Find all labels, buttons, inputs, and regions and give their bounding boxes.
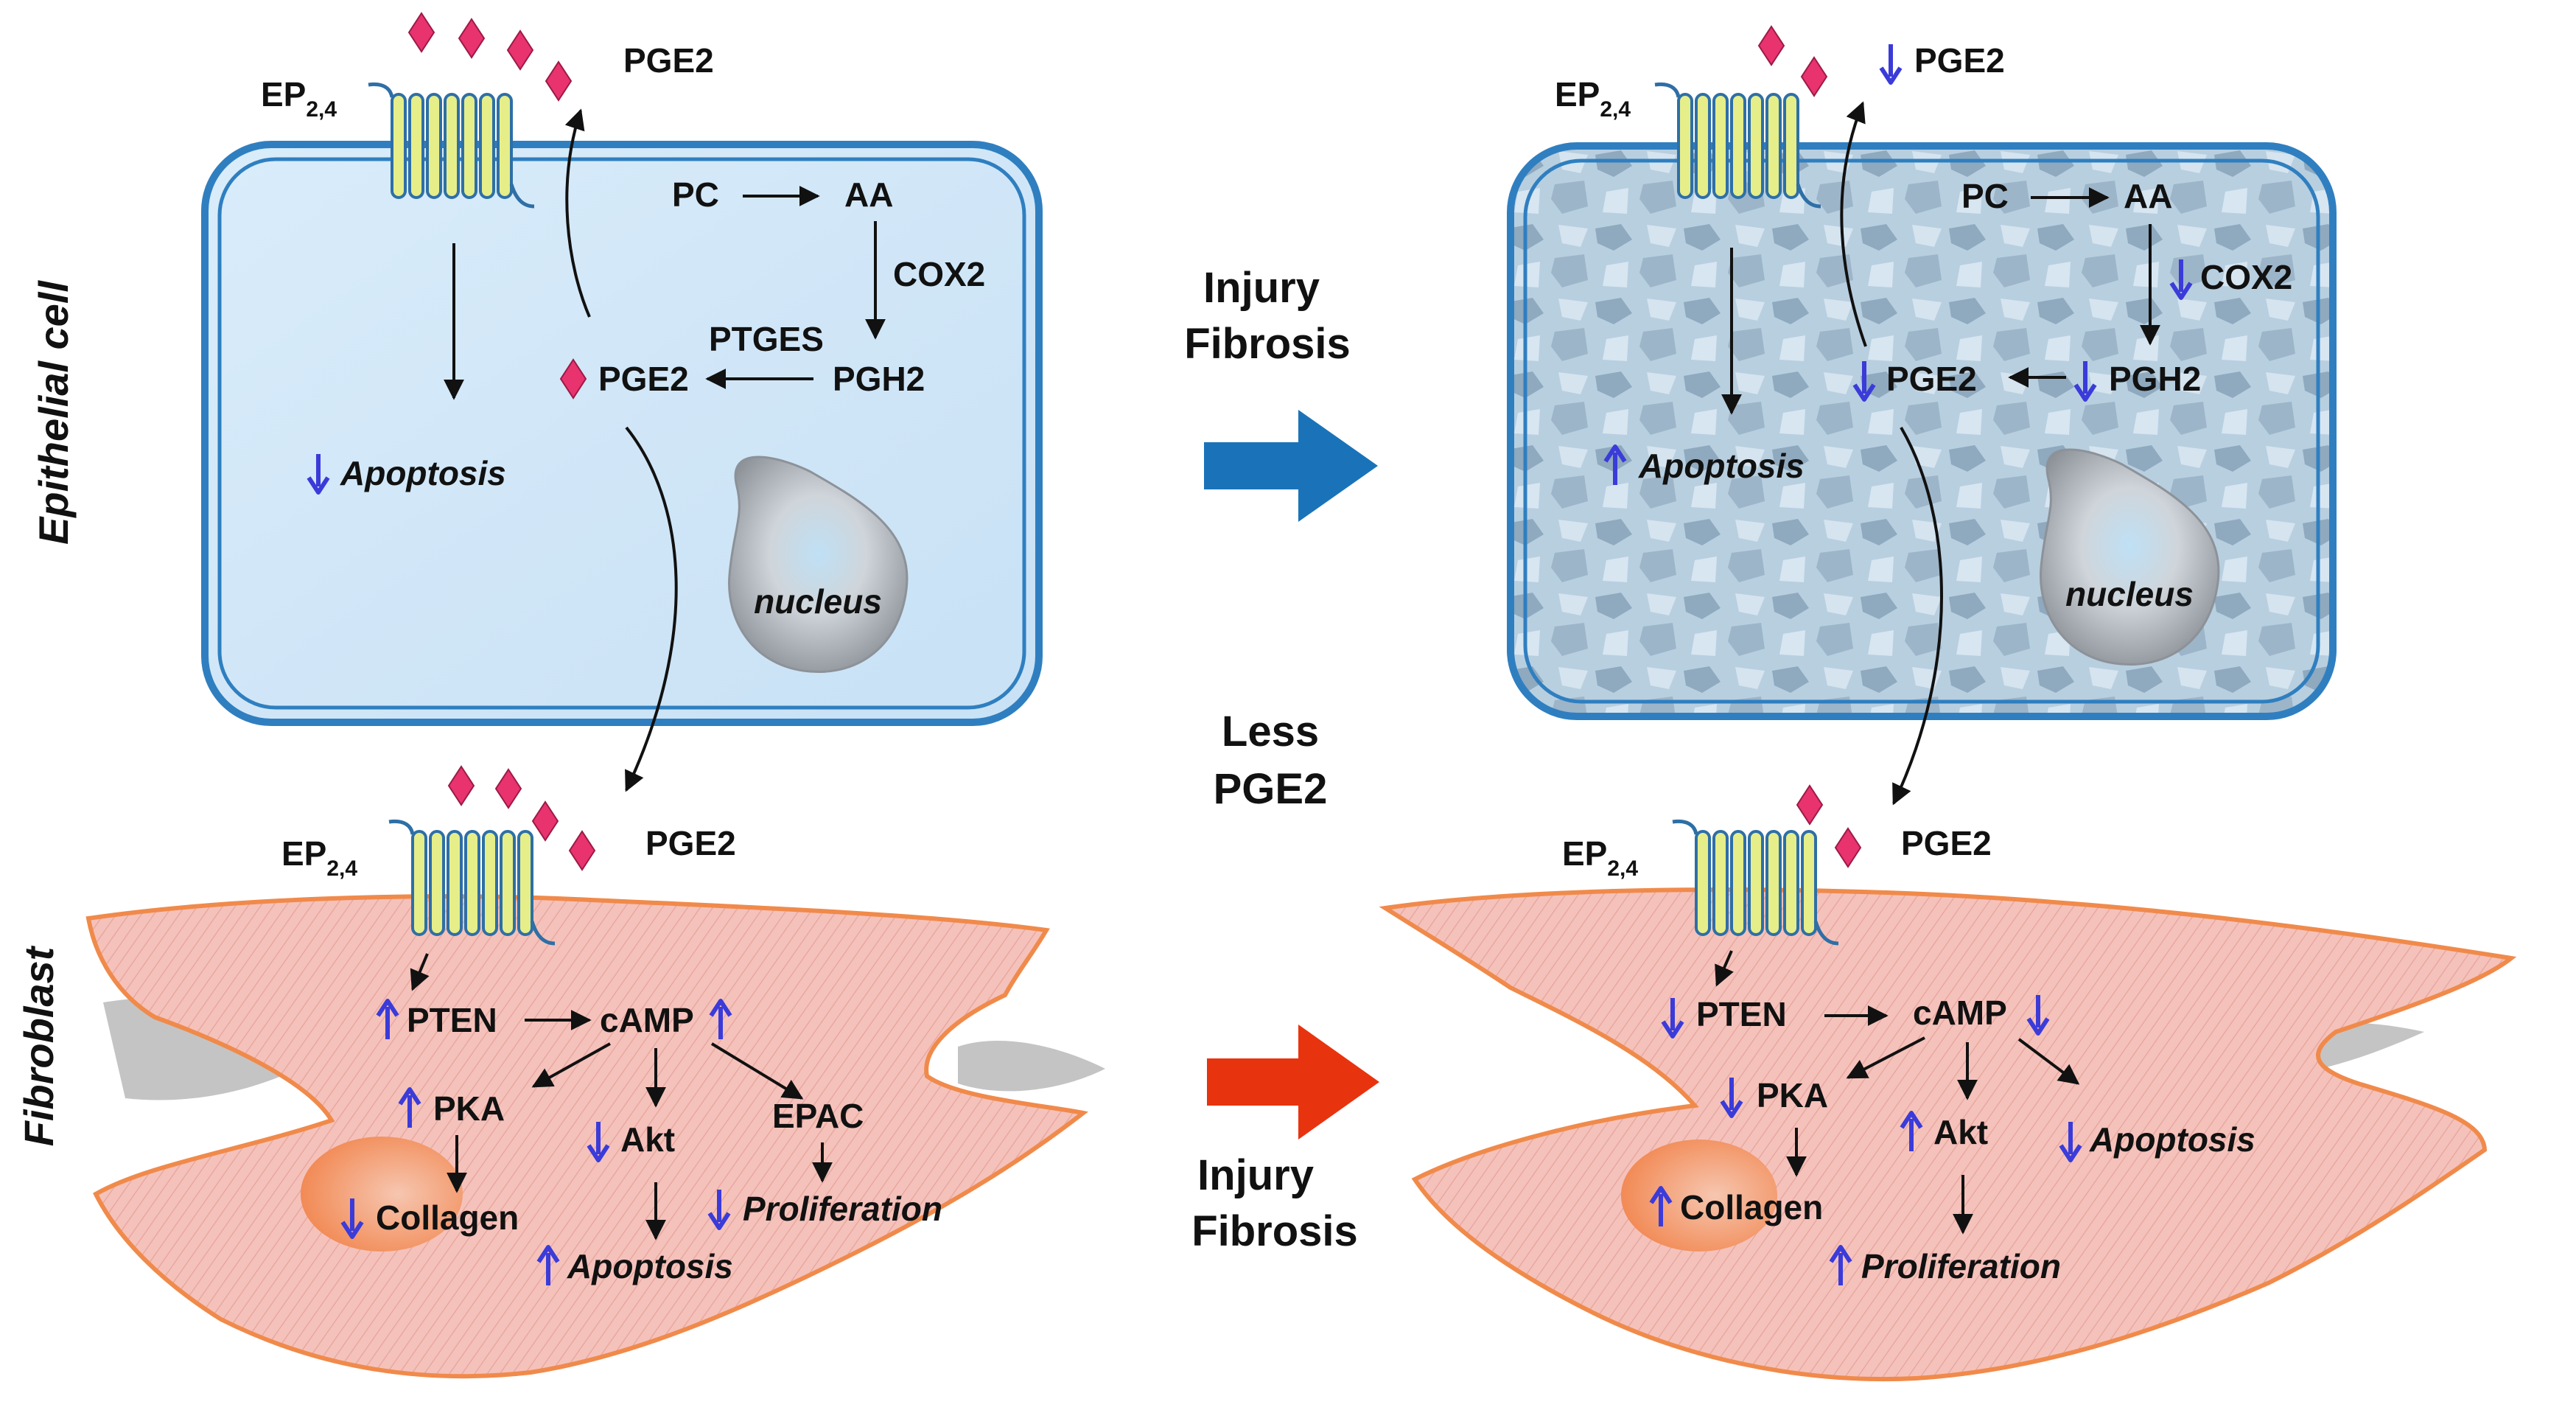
arrow-pge2-export-right	[1840, 101, 1867, 347]
pge2-diamond	[532, 801, 559, 841]
pge2-diamond	[448, 766, 475, 806]
pge2-diamond	[1796, 785, 1823, 825]
fibroblast-right	[1379, 887, 2517, 1382]
nucleus-right: nucleus	[2040, 448, 2220, 666]
pge2-diamond	[1835, 828, 1861, 868]
pge2-label-epi-right: PGE2	[1886, 360, 1977, 398]
pc-label-left: PC	[672, 175, 719, 214]
pka-label-right: PKA	[1757, 1076, 1828, 1114]
cox2-label-right: COX2	[2200, 258, 2292, 296]
red-transition-arrow	[1207, 1025, 1379, 1139]
epac-label-left: EPAC	[772, 1097, 864, 1135]
pge2-diamond	[1801, 57, 1827, 97]
pge2-diamond	[545, 61, 572, 101]
cox2-label-left: COX2	[893, 255, 985, 293]
receptor-label-epi-right: EP2,4	[1555, 75, 1631, 122]
nucleus-left: nucleus	[728, 456, 909, 673]
aa-label-right: AA	[2124, 177, 2172, 215]
receptor-ep-epithelial-right	[1655, 84, 1821, 206]
pka-label-left: PKA	[433, 1089, 505, 1128]
less-pge2-label: PGE2	[1214, 765, 1328, 813]
proliferation-label-right: Proliferation	[1861, 1247, 2061, 1285]
pge2-diamond	[1758, 26, 1785, 66]
pten-label-left: PTEN	[407, 1001, 497, 1039]
collagen-label-left: Collagen	[376, 1198, 519, 1237]
receptor-label-fib-left: EP2,4	[281, 834, 357, 881]
arrow-receptor-pten-right	[1715, 950, 1734, 987]
pge2-label-epi-left: PGE2	[598, 360, 689, 398]
proliferation-label-left: Proliferation	[743, 1190, 942, 1228]
apoptosis-label-fib-left: Apoptosis	[567, 1247, 733, 1285]
aa-label-left: AA	[844, 175, 893, 214]
arrow-pge2-export-left	[564, 108, 591, 318]
apoptosis-label-fib-right: Apoptosis	[2089, 1120, 2255, 1159]
row-label-epithelial: Epithelial cell	[30, 280, 77, 545]
pc-label-right: PC	[1961, 177, 2009, 215]
pge2-out-label-epi-right: PGE2	[1914, 41, 2005, 80]
receptor-ep-fibroblast-right	[1673, 821, 1838, 943]
pge2-out-label-epi-left: PGE2	[623, 41, 714, 80]
arrow-camp-pka-left	[531, 1042, 611, 1088]
pgh2-label-right: PGH2	[2109, 360, 2201, 398]
receptor-ep-epithelial-left	[368, 84, 534, 206]
akt-label-left: Akt	[620, 1120, 675, 1159]
pge2-diamond	[569, 831, 595, 870]
nucleus-label-right: nucleus	[2065, 575, 2194, 613]
pge2-diamond	[495, 769, 522, 809]
arrow-receptor-pten-left	[410, 953, 430, 991]
injury-label-top: Injury	[1203, 264, 1320, 312]
pge2-diamond	[458, 18, 485, 58]
apoptosis-label-epi-left: Apoptosis	[340, 454, 506, 492]
nucleus-label-left: nucleus	[754, 582, 882, 621]
fibrosis-label-bottom: Fibrosis	[1191, 1207, 1358, 1255]
fibroblast-nucleus-left	[301, 1137, 463, 1252]
receptor-ep-fibroblast-left	[389, 821, 555, 943]
pge2-label-fib-right: PGE2	[1901, 824, 1992, 862]
less-label: Less	[1222, 708, 1319, 755]
down-arrow-icon	[1881, 44, 1900, 83]
pgh2-label-left: PGH2	[833, 360, 925, 398]
akt-label-right: Akt	[1933, 1113, 1988, 1151]
row-label-fibroblast: Fibroblast	[15, 945, 62, 1146]
injury-label-bottom: Injury	[1197, 1151, 1314, 1199]
camp-label-right: cAMP	[1913, 994, 2007, 1032]
epithelial-cell-right	[1507, 142, 2337, 720]
receptor-label-epi-left: EP2,4	[261, 75, 337, 122]
collagen-label-right: Collagen	[1680, 1188, 1823, 1226]
fibrosis-label-top: Fibrosis	[1184, 320, 1351, 368]
blue-transition-arrow	[1204, 410, 1378, 522]
arrow-pge2-to-fibroblast-right	[1892, 426, 1943, 806]
pge2-diamond	[507, 30, 533, 70]
pten-label-right: PTEN	[1696, 995, 1787, 1033]
arrow-camp-pka-right	[1846, 1036, 1925, 1079]
arrow-pge2-to-fibroblast-left	[625, 426, 678, 792]
arrow-camp-epac-left	[710, 1042, 804, 1100]
arrow-camp-apoptosis-right	[2017, 1038, 2080, 1085]
fibroblast-left	[85, 894, 1089, 1379]
apoptosis-label-epi-right: Apoptosis	[1638, 447, 1805, 485]
receptor-label-fib-right: EP2,4	[1562, 834, 1638, 881]
camp-label-left: cAMP	[600, 1001, 694, 1039]
ptges-label-left: PTGES	[709, 320, 824, 358]
pge2-label-fib-left: PGE2	[645, 824, 736, 862]
epithelial-cell-left	[201, 141, 1043, 726]
pge2-diamond	[408, 13, 435, 52]
